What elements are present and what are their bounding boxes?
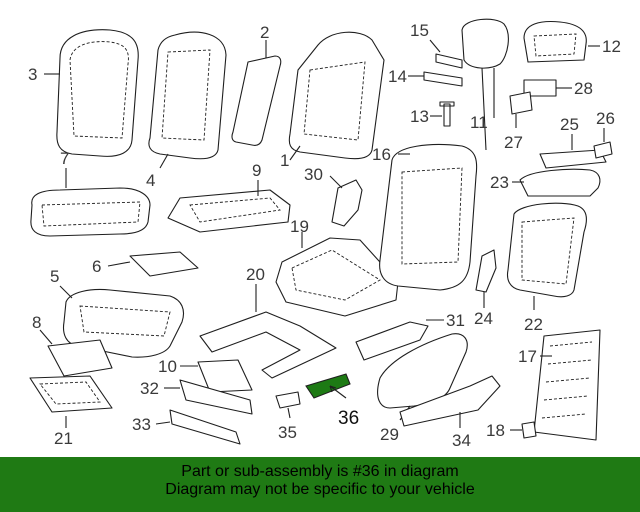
part-1-backrest-frame[interactable]: [288, 31, 385, 161]
label-28: 28: [574, 79, 593, 98]
part-24-bracket[interactable]: [475, 249, 497, 308]
part-26-clip[interactable]: [593, 128, 613, 159]
label-34: 34: [452, 431, 471, 450]
part-30-bracket[interactable]: [329, 175, 363, 227]
part-9-seat-mat[interactable]: [167, 180, 291, 233]
label-13: 13: [410, 107, 429, 126]
label-1: 1: [280, 151, 289, 170]
label-33: 33: [132, 415, 151, 434]
part-3-backrest-cover[interactable]: [44, 29, 139, 157]
part-2-pad[interactable]: [231, 40, 282, 146]
label-7: 7: [60, 149, 69, 168]
label-20: 20: [246, 265, 265, 284]
parts-diagram: 3 2 4 1 7 9 30 19 6 5 20 8 10 32 33 21 3…: [28, 18, 621, 450]
label-29: 29: [380, 425, 399, 444]
part-4-backrest-panel[interactable]: [148, 31, 227, 169]
info-banner: Part or sub-assembly is #36 in diagram D…: [0, 457, 640, 512]
label-9: 9: [252, 161, 261, 180]
label-30: 30: [304, 165, 323, 184]
part-12-headrest-cover[interactable]: [523, 20, 600, 63]
banner-line-2: Diagram may not be specific to your vehi…: [165, 481, 475, 498]
label-5: 5: [50, 267, 59, 286]
label-12: 12: [602, 37, 621, 56]
part-32-trim[interactable]: [164, 379, 253, 415]
part-27-bracket[interactable]: [509, 91, 533, 128]
label-24: 24: [474, 309, 493, 328]
part-35-clip[interactable]: [275, 391, 301, 419]
label-21: 21: [54, 429, 73, 448]
label-32: 32: [140, 379, 159, 398]
label-19: 19: [290, 217, 309, 236]
part-16-backrest-frame[interactable]: [379, 144, 478, 291]
part-25-trim[interactable]: [539, 134, 607, 169]
label-10: 10: [158, 357, 177, 376]
label-25: 25: [560, 115, 579, 134]
part-34-trim[interactable]: [399, 375, 501, 428]
label-22: 22: [524, 315, 543, 334]
label-4: 4: [146, 171, 155, 190]
label-26: 26: [596, 109, 615, 128]
part-33-trim[interactable]: [155, 409, 241, 445]
part-17-spring-mat[interactable]: [533, 329, 601, 441]
part-7-cushion-cover[interactable]: [30, 168, 151, 237]
part-15-clip[interactable]: [429, 39, 463, 69]
callout-numbers: 3 2 4 1 7 9 30 19 6 5 20 8 10 32 33 21 3…: [28, 21, 621, 450]
part-18-clip[interactable]: [510, 421, 537, 439]
label-17: 17: [518, 347, 537, 366]
part-19-seat-frame[interactable]: [275, 232, 399, 317]
part-11-headrest[interactable]: [461, 18, 509, 151]
label-18: 18: [486, 421, 505, 440]
label-36-highlighted: 36: [338, 408, 359, 429]
label-2: 2: [260, 23, 269, 42]
part-14-bracket[interactable]: [408, 71, 463, 87]
label-8: 8: [32, 313, 41, 332]
part-8-trim[interactable]: [39, 329, 113, 377]
part-36-highlighted[interactable]: [305, 373, 351, 399]
part-13-guide[interactable]: [430, 101, 455, 127]
part-31-trim[interactable]: [355, 319, 444, 361]
part-21-panel[interactable]: [29, 375, 113, 428]
part-6-pad[interactable]: [107, 251, 199, 277]
banner-line-1: Part or sub-assembly is #36 in diagram: [181, 463, 459, 480]
label-35: 35: [278, 423, 297, 442]
part-20-seat-rails[interactable]: [199, 284, 337, 379]
label-16: 16: [372, 145, 391, 164]
label-15: 15: [410, 21, 429, 40]
label-11: 11: [470, 113, 488, 132]
label-14: 14: [388, 67, 407, 86]
part-10-pad[interactable]: [180, 359, 253, 393]
label-3: 3: [28, 65, 37, 84]
label-27: 27: [504, 133, 523, 152]
label-23: 23: [490, 173, 509, 192]
label-6: 6: [92, 257, 101, 276]
part-22-rear-panel[interactable]: [506, 202, 588, 310]
label-31: 31: [446, 311, 465, 330]
part-23-trim[interactable]: [512, 168, 601, 197]
part-28-switch[interactable]: [523, 79, 572, 97]
